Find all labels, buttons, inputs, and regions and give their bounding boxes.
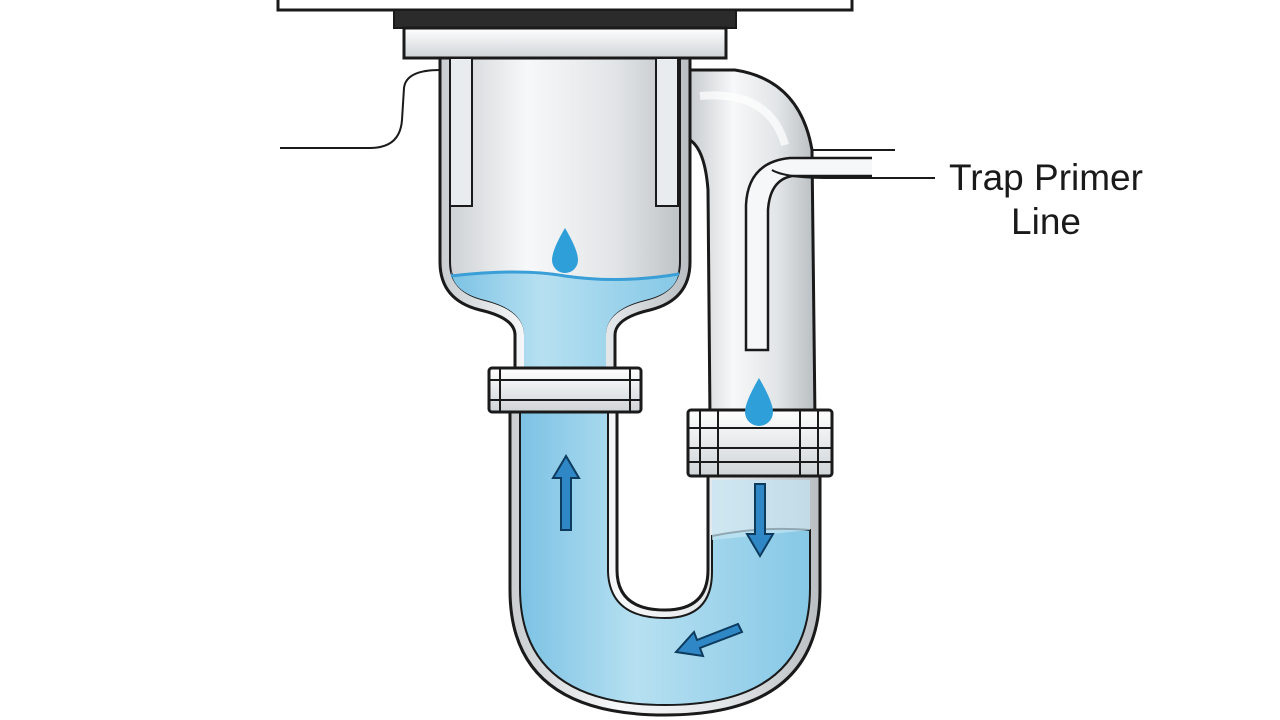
water-drop-icon (552, 228, 578, 273)
floor-slab (276, 0, 854, 12)
drain-flange (393, 9, 737, 60)
arrow-down-left-icon (674, 622, 744, 658)
trap-primer-label-line2: Line (1011, 201, 1081, 242)
arrow-down-icon (745, 483, 775, 558)
coupling-nut-left (487, 366, 643, 414)
trap-primer-tube (744, 156, 872, 352)
arrow-up-icon (551, 454, 581, 531)
water-drop-icon (745, 378, 773, 426)
label-leader-line (771, 169, 935, 179)
floor-line (280, 69, 441, 149)
water-chamber (451, 262, 679, 390)
water-surface (450, 270, 680, 282)
trap-primer-label-line1: Trap Primer (949, 157, 1143, 198)
